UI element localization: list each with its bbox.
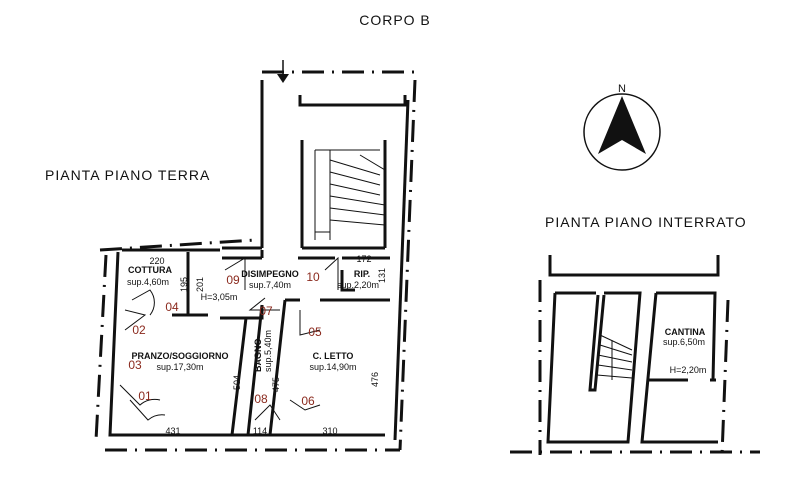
room-disimpegno-name: DISIMPEGNO (241, 269, 299, 279)
basement-label: PIANTA PIANO INTERRATO (545, 214, 747, 230)
dim-131: 131 (377, 268, 387, 283)
dim-114: 114 (253, 426, 267, 436)
room-cantina-area: sup.6,50m (663, 337, 705, 347)
opening-07: 07 (259, 304, 273, 318)
opening-09: 09 (226, 273, 240, 287)
compass-icon: N (583, 83, 661, 171)
dim-475: 475 (271, 377, 281, 392)
dim-310: 310 (322, 426, 337, 436)
opening-10: 10 (306, 270, 320, 284)
room-cottura-area: sup.4,60m (127, 277, 169, 287)
basement-plan (510, 255, 760, 456)
room-bagno-area: sup.5,40m (263, 330, 273, 372)
room-disimpegno-area: sup.7,40m (249, 280, 291, 290)
opening-03: 03 (128, 358, 142, 372)
room-cantina-height: H=2,20m (670, 365, 707, 375)
opening-04: 04 (165, 300, 179, 314)
room-rip-area: sup.2,20m (337, 280, 379, 290)
room-rip-name: RIP. (354, 269, 370, 279)
room-bagno-name: BAGNO (253, 339, 263, 373)
dim-431: 431 (165, 426, 180, 436)
title: CORPO B (359, 12, 431, 28)
dim-220: 220 (149, 256, 164, 266)
room-c-letto-name: C. LETTO (313, 351, 354, 361)
opening-05: 05 (308, 325, 322, 339)
dim-201: 201 (195, 277, 205, 292)
dim-172: 172 (356, 254, 371, 264)
ground-floor-plan (94, 70, 417, 452)
room-pranzo-soggiorno-name: PRANZO/SOGGIORNO (131, 351, 228, 361)
opening-02: 02 (132, 323, 146, 337)
compass-north-label: N (618, 83, 626, 95)
dim-476: 476 (370, 372, 380, 387)
opening-08: 08 (254, 392, 268, 406)
room-pranzo-soggiorno-area: sup.17,30m (156, 362, 203, 372)
dim-195: 195 (179, 277, 189, 292)
room-disimpegno-height: H=3,05m (201, 292, 238, 302)
room-cottura-name: COTTURA (128, 265, 172, 275)
dim-504: 504 (232, 375, 242, 390)
ground-floor-label: PIANTA PIANO TERRA (45, 167, 210, 183)
opening-06: 06 (301, 394, 315, 408)
opening-01: 01 (138, 389, 152, 403)
room-c-letto-area: sup.14,90m (309, 362, 356, 372)
room-cantina-name: CANTINA (665, 327, 706, 337)
